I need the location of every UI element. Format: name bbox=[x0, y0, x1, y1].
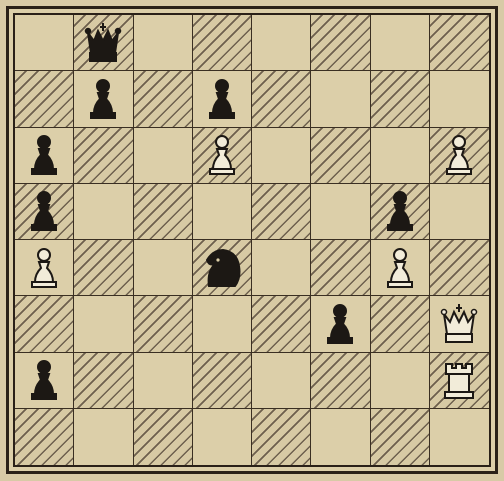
square-b8 bbox=[74, 15, 133, 71]
black-pawn-icon bbox=[21, 131, 67, 179]
white-pawn-icon bbox=[436, 131, 482, 179]
square-a5 bbox=[15, 184, 74, 240]
black-pawn-icon bbox=[21, 356, 67, 404]
square-a8 bbox=[15, 15, 74, 71]
square-b4 bbox=[74, 240, 133, 296]
square-d1 bbox=[193, 409, 252, 465]
square-g1 bbox=[371, 409, 430, 465]
black-knight-icon bbox=[199, 244, 245, 292]
square-d5 bbox=[193, 184, 252, 240]
square-c8 bbox=[134, 15, 193, 71]
square-d3 bbox=[193, 296, 252, 352]
square-a2 bbox=[15, 353, 74, 409]
white-rook-icon bbox=[436, 356, 482, 404]
square-g3 bbox=[371, 296, 430, 352]
square-g6 bbox=[371, 128, 430, 184]
square-h1 bbox=[430, 409, 489, 465]
square-f3 bbox=[311, 296, 370, 352]
black-king-icon bbox=[80, 19, 126, 67]
black-pawn-icon bbox=[21, 187, 67, 235]
square-f1 bbox=[311, 409, 370, 465]
square-b2 bbox=[74, 353, 133, 409]
square-b7 bbox=[74, 71, 133, 127]
square-c7 bbox=[134, 71, 193, 127]
square-d4 bbox=[193, 240, 252, 296]
square-c4 bbox=[134, 240, 193, 296]
square-f6 bbox=[311, 128, 370, 184]
white-pawn-icon bbox=[377, 244, 423, 292]
square-h7 bbox=[430, 71, 489, 127]
square-f5 bbox=[311, 184, 370, 240]
square-g8 bbox=[371, 15, 430, 71]
square-b3 bbox=[74, 296, 133, 352]
square-b1 bbox=[74, 409, 133, 465]
square-d2 bbox=[193, 353, 252, 409]
square-g7 bbox=[371, 71, 430, 127]
square-h2 bbox=[430, 353, 489, 409]
square-c3 bbox=[134, 296, 193, 352]
square-f7 bbox=[311, 71, 370, 127]
square-e2 bbox=[252, 353, 311, 409]
square-e6 bbox=[252, 128, 311, 184]
square-e5 bbox=[252, 184, 311, 240]
square-c6 bbox=[134, 128, 193, 184]
chess-diagram bbox=[6, 6, 498, 474]
square-f8 bbox=[311, 15, 370, 71]
square-f4 bbox=[311, 240, 370, 296]
square-b6 bbox=[74, 128, 133, 184]
square-d8 bbox=[193, 15, 252, 71]
square-h6 bbox=[430, 128, 489, 184]
square-a4 bbox=[15, 240, 74, 296]
square-c1 bbox=[134, 409, 193, 465]
black-pawn-icon bbox=[377, 187, 423, 235]
square-e1 bbox=[252, 409, 311, 465]
square-b5 bbox=[74, 184, 133, 240]
square-e8 bbox=[252, 15, 311, 71]
square-g4 bbox=[371, 240, 430, 296]
square-d6 bbox=[193, 128, 252, 184]
square-h8 bbox=[430, 15, 489, 71]
square-a1 bbox=[15, 409, 74, 465]
square-e3 bbox=[252, 296, 311, 352]
white-king-icon bbox=[436, 300, 482, 348]
black-pawn-icon bbox=[80, 75, 126, 123]
chessboard-grid bbox=[13, 13, 491, 467]
square-g2 bbox=[371, 353, 430, 409]
square-c5 bbox=[134, 184, 193, 240]
black-pawn-icon bbox=[199, 75, 245, 123]
square-c2 bbox=[134, 353, 193, 409]
square-h5 bbox=[430, 184, 489, 240]
square-a3 bbox=[15, 296, 74, 352]
square-e7 bbox=[252, 71, 311, 127]
square-h4 bbox=[430, 240, 489, 296]
square-h3 bbox=[430, 296, 489, 352]
square-e4 bbox=[252, 240, 311, 296]
square-a6 bbox=[15, 128, 74, 184]
square-d7 bbox=[193, 71, 252, 127]
square-f2 bbox=[311, 353, 370, 409]
square-g5 bbox=[371, 184, 430, 240]
square-a7 bbox=[15, 71, 74, 127]
white-pawn-icon bbox=[199, 131, 245, 179]
white-pawn-icon bbox=[21, 244, 67, 292]
black-pawn-icon bbox=[317, 300, 363, 348]
